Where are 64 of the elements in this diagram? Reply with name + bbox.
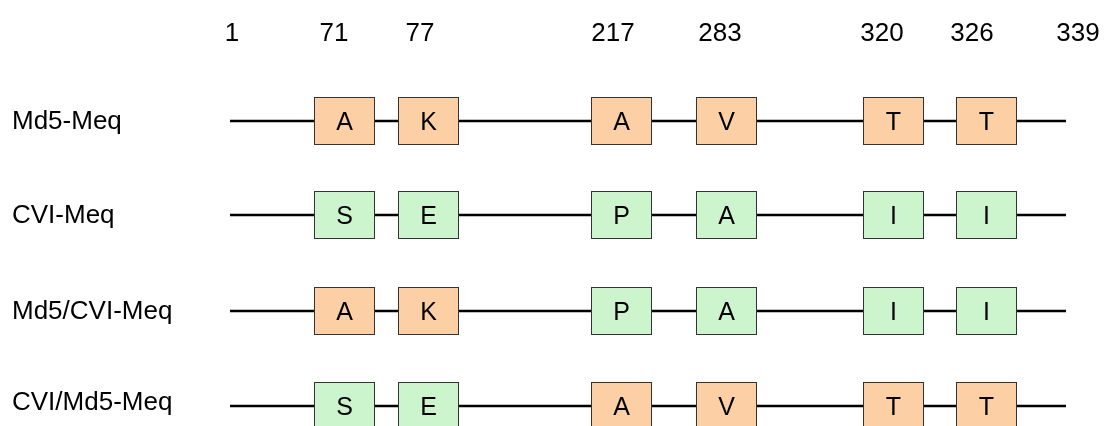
connector-line	[375, 213, 398, 217]
connector-line	[230, 404, 314, 408]
connector-line	[757, 404, 863, 408]
position-number: 320	[860, 19, 904, 45]
residue-box: V	[696, 382, 757, 426]
residue-box: A	[314, 287, 375, 335]
connector-line	[230, 309, 314, 313]
connector-line	[375, 404, 398, 408]
sequence-name: CVI/Md5-Meq	[12, 387, 173, 414]
connector-line	[375, 309, 398, 313]
sequence-name: Md5/CVI-Meq	[12, 296, 173, 323]
residue-box: V	[696, 97, 757, 145]
residue-box: E	[398, 382, 459, 426]
connector-line	[924, 404, 956, 408]
residue-box: A	[591, 382, 652, 426]
connector-line	[757, 213, 863, 217]
residue-box: S	[314, 382, 375, 426]
connector-line	[652, 309, 696, 313]
connector-line	[459, 404, 591, 408]
residue-box: A	[591, 97, 652, 145]
sequence-name: Md5-Meq	[12, 106, 122, 133]
position-number: 77	[405, 19, 435, 45]
position-number: 339	[1056, 19, 1100, 45]
connector-line	[459, 309, 591, 313]
residue-box: I	[863, 191, 924, 239]
connector-line	[375, 119, 398, 123]
connector-line	[1017, 309, 1066, 313]
residue-box: P	[591, 191, 652, 239]
residue-box: K	[398, 287, 459, 335]
connector-line	[1017, 404, 1066, 408]
residue-box: I	[956, 191, 1017, 239]
sequence-name: CVI-Meq	[12, 200, 115, 227]
position-number: 326	[950, 19, 994, 45]
residue-box: A	[314, 97, 375, 145]
connector-line	[652, 119, 696, 123]
residue-box: P	[591, 287, 652, 335]
residue-box: I	[956, 287, 1017, 335]
connector-line	[1017, 213, 1066, 217]
position-number: 283	[698, 19, 742, 45]
connector-line	[652, 404, 696, 408]
connector-line	[1017, 119, 1066, 123]
connector-line	[459, 119, 591, 123]
position-number: 217	[591, 19, 635, 45]
connector-line	[652, 213, 696, 217]
connector-line	[230, 213, 314, 217]
connector-line	[924, 213, 956, 217]
connector-line	[757, 309, 863, 313]
residue-box: A	[696, 191, 757, 239]
residue-box: S	[314, 191, 375, 239]
residue-box: E	[398, 191, 459, 239]
position-number: 1	[224, 19, 240, 45]
connector-line	[459, 213, 591, 217]
residue-box: T	[863, 382, 924, 426]
connector-line	[757, 119, 863, 123]
residue-box: T	[956, 97, 1017, 145]
connector-line	[924, 309, 956, 313]
connector-line	[924, 119, 956, 123]
residue-box: T	[863, 97, 924, 145]
residue-box: A	[696, 287, 757, 335]
position-number: 71	[319, 19, 349, 45]
residue-box: T	[956, 382, 1017, 426]
residue-box: K	[398, 97, 459, 145]
connector-line	[230, 119, 314, 123]
residue-box: I	[863, 287, 924, 335]
